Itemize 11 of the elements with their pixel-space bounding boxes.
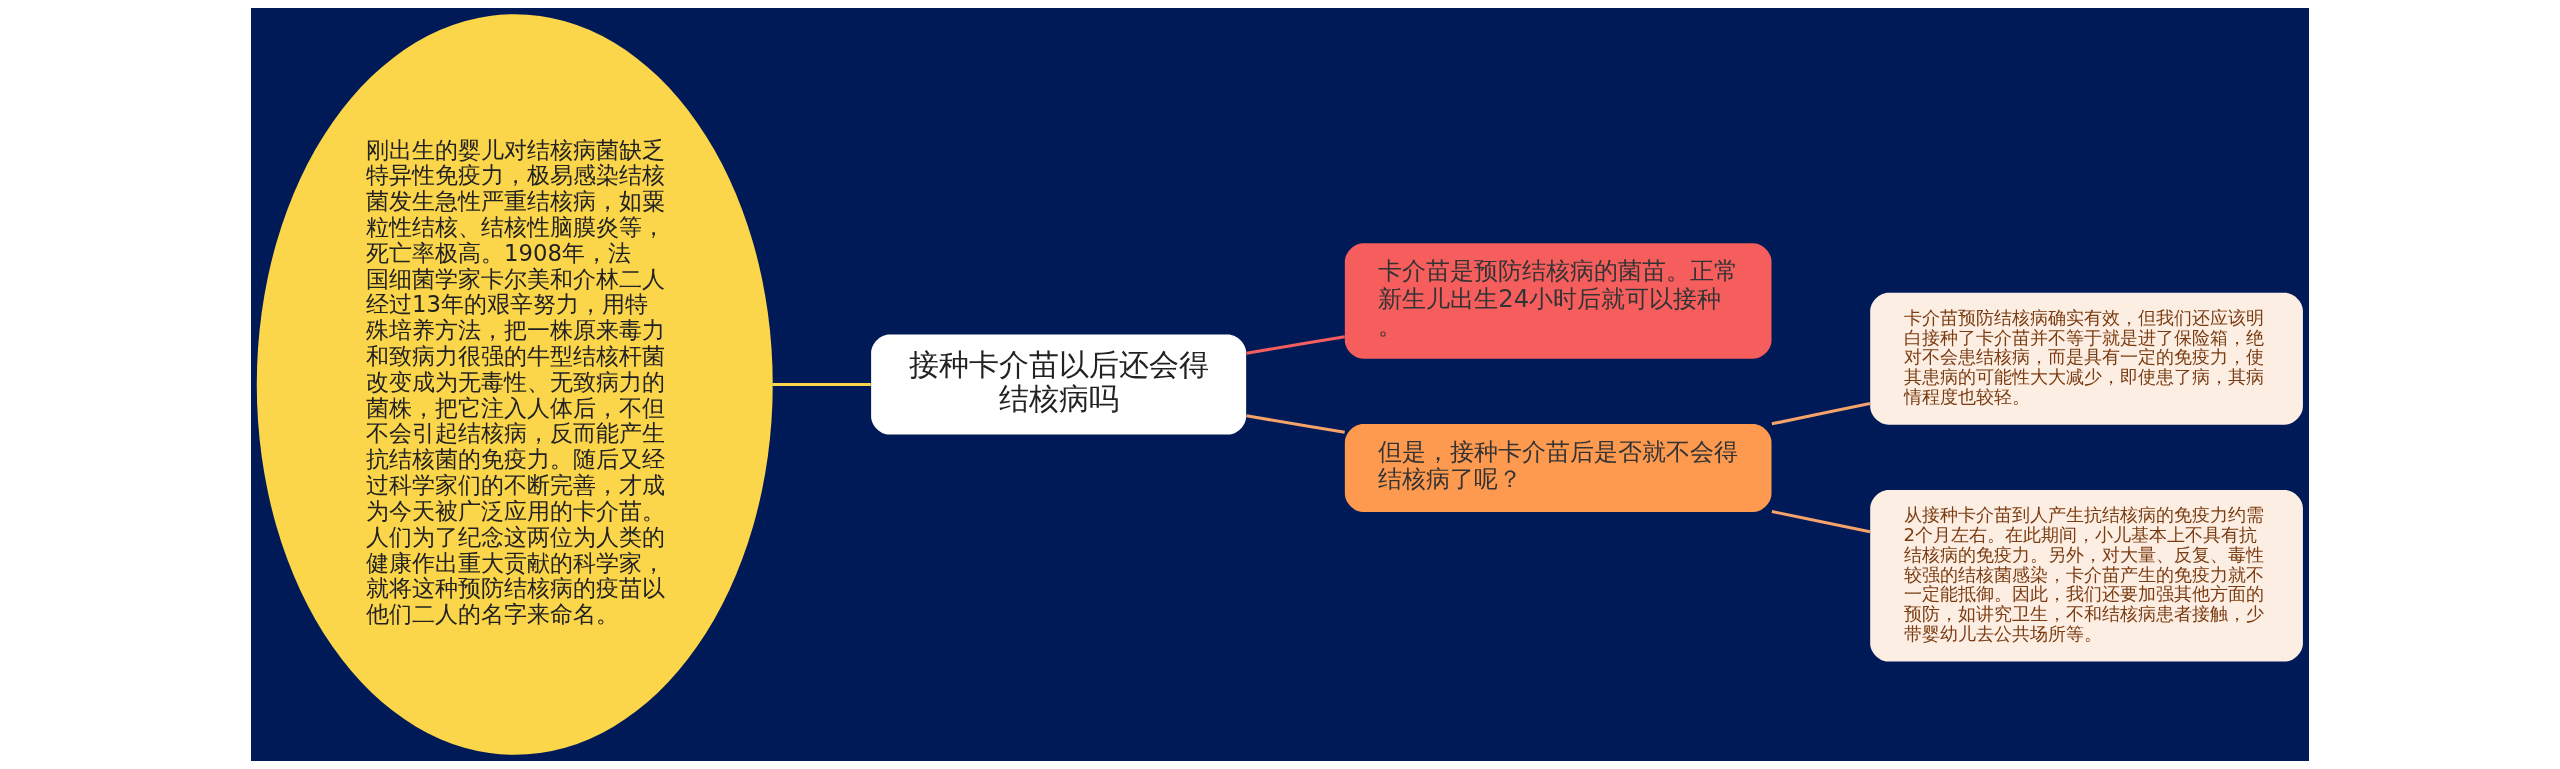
node-box: 但是，接种卡介苗后是否就不会得结核病了呢？ — [1344, 424, 1772, 513]
connector — [1771, 401, 1871, 426]
node-box: 卡介苗预防结核病确实有效，但我们还应该明白接种了卡介苗并不等于就是进了保险箱，绝对不会患结核病，而是具有一定的免疫力，使其患病的可能性大大减少，即使患了病，其病情程度也较轻。 — [1870, 292, 2303, 425]
connector — [1771, 510, 1871, 534]
connector — [772, 383, 871, 386]
connector — [1246, 335, 1345, 355]
node-box: 从接种卡介苗到人产生抗结核病的免疫力约需2个月左右。在此期间，小儿基本上不具有抗结核病的免疫力。另外，对大量、反复、毒性较强的结核菌感染，卡介苗产生的免疫力就不一定能抵御。因此，我们还要加强其他方面的预防，如讲究卫生，不和结核病患者接触，少带婴幼儿去公共场所等。 — [1870, 490, 2303, 662]
node-box: 卡介苗是预防结核病的菌苗。正常新生儿出生24小时后就可以接种。 — [1344, 243, 1772, 359]
node-box: 接种卡介苗以后还会得结核病吗 — [871, 334, 1247, 435]
connector — [1246, 414, 1345, 434]
node-ellipse: 刚出生的婴儿对结核病菌缺乏特异性免疫力，极易感染结核菌发生急性严重结核病，如粟粒性结核、结核性脑膜炎等，死亡率极高。1908年，法国细菌学家卡尔美和介林二人经过13年的艰辛努力，用特殊培养方法，把一株原来毒力和致病力很强的牛型结核杆菌改变成为无毒性、无致病力的菌株，把它注入人体后，不但不会引起结核病，反而能产生抗结核菌的免疫力。随后又经过科学家们的不断完善，才成为今天被广泛应用的卡介苗。人们为了纪念这两位为人类的健康作出重大贡献的科学家，就将这种预防结核病的疫苗以他们二人的名字来命名。 — [256, 14, 773, 755]
